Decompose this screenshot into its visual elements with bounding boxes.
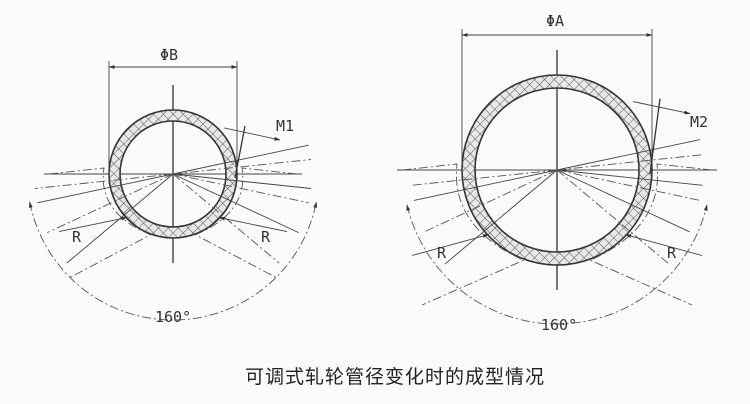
radial-line xyxy=(413,169,558,201)
clearance-m1-label: M1 xyxy=(276,117,294,135)
radial-line xyxy=(556,139,701,171)
radial-line xyxy=(556,169,690,233)
radial-line xyxy=(172,173,311,189)
radial-line xyxy=(172,159,311,175)
clearance-leader xyxy=(224,127,281,141)
clearance-leader xyxy=(632,101,691,115)
radial-line xyxy=(35,173,174,189)
angle-arc-160 xyxy=(28,201,318,321)
angle-arc-160 xyxy=(406,204,708,325)
diameter-b-label: ΦB xyxy=(160,46,178,64)
radius-arrow-right xyxy=(624,234,703,256)
roll-profile-left xyxy=(48,167,152,279)
radius-arrow-right xyxy=(218,216,288,233)
radial-line xyxy=(556,169,701,201)
radial-line xyxy=(556,169,670,265)
radial-line xyxy=(172,144,309,175)
roll-profile-right xyxy=(589,163,713,306)
small-tube-diagram xyxy=(28,61,318,321)
roll-profile-right xyxy=(194,167,298,279)
radius-label-right: R xyxy=(667,244,677,262)
diameter-a-label: ΦA xyxy=(546,12,564,30)
radius-arrow-left xyxy=(411,234,490,256)
figure-caption: 可调式轧轮管径变化时的成型情况 xyxy=(245,366,545,388)
tube-wall-ring xyxy=(108,109,238,239)
radial-line xyxy=(556,169,703,186)
large-tube-diagram xyxy=(397,29,717,325)
radial-line xyxy=(556,154,703,171)
angle-label-right: 160° xyxy=(541,316,577,334)
roll-edge-line xyxy=(649,98,661,175)
roll-profile-left xyxy=(401,163,525,306)
clearance-m2-label: M2 xyxy=(690,113,708,131)
tube-wall-ring xyxy=(461,74,653,266)
radial-line xyxy=(444,169,558,265)
radial-line xyxy=(424,169,558,233)
radius-label-right: R xyxy=(261,228,271,246)
radial-line xyxy=(172,173,309,204)
angle-label-left: 160° xyxy=(155,308,191,326)
radial-line xyxy=(37,173,174,204)
radius-label-left: R xyxy=(437,244,447,262)
radial-line xyxy=(411,169,558,186)
roll-edge-line xyxy=(234,125,246,179)
radius-arrow-left xyxy=(58,216,128,233)
radius-label-left: R xyxy=(72,228,82,246)
